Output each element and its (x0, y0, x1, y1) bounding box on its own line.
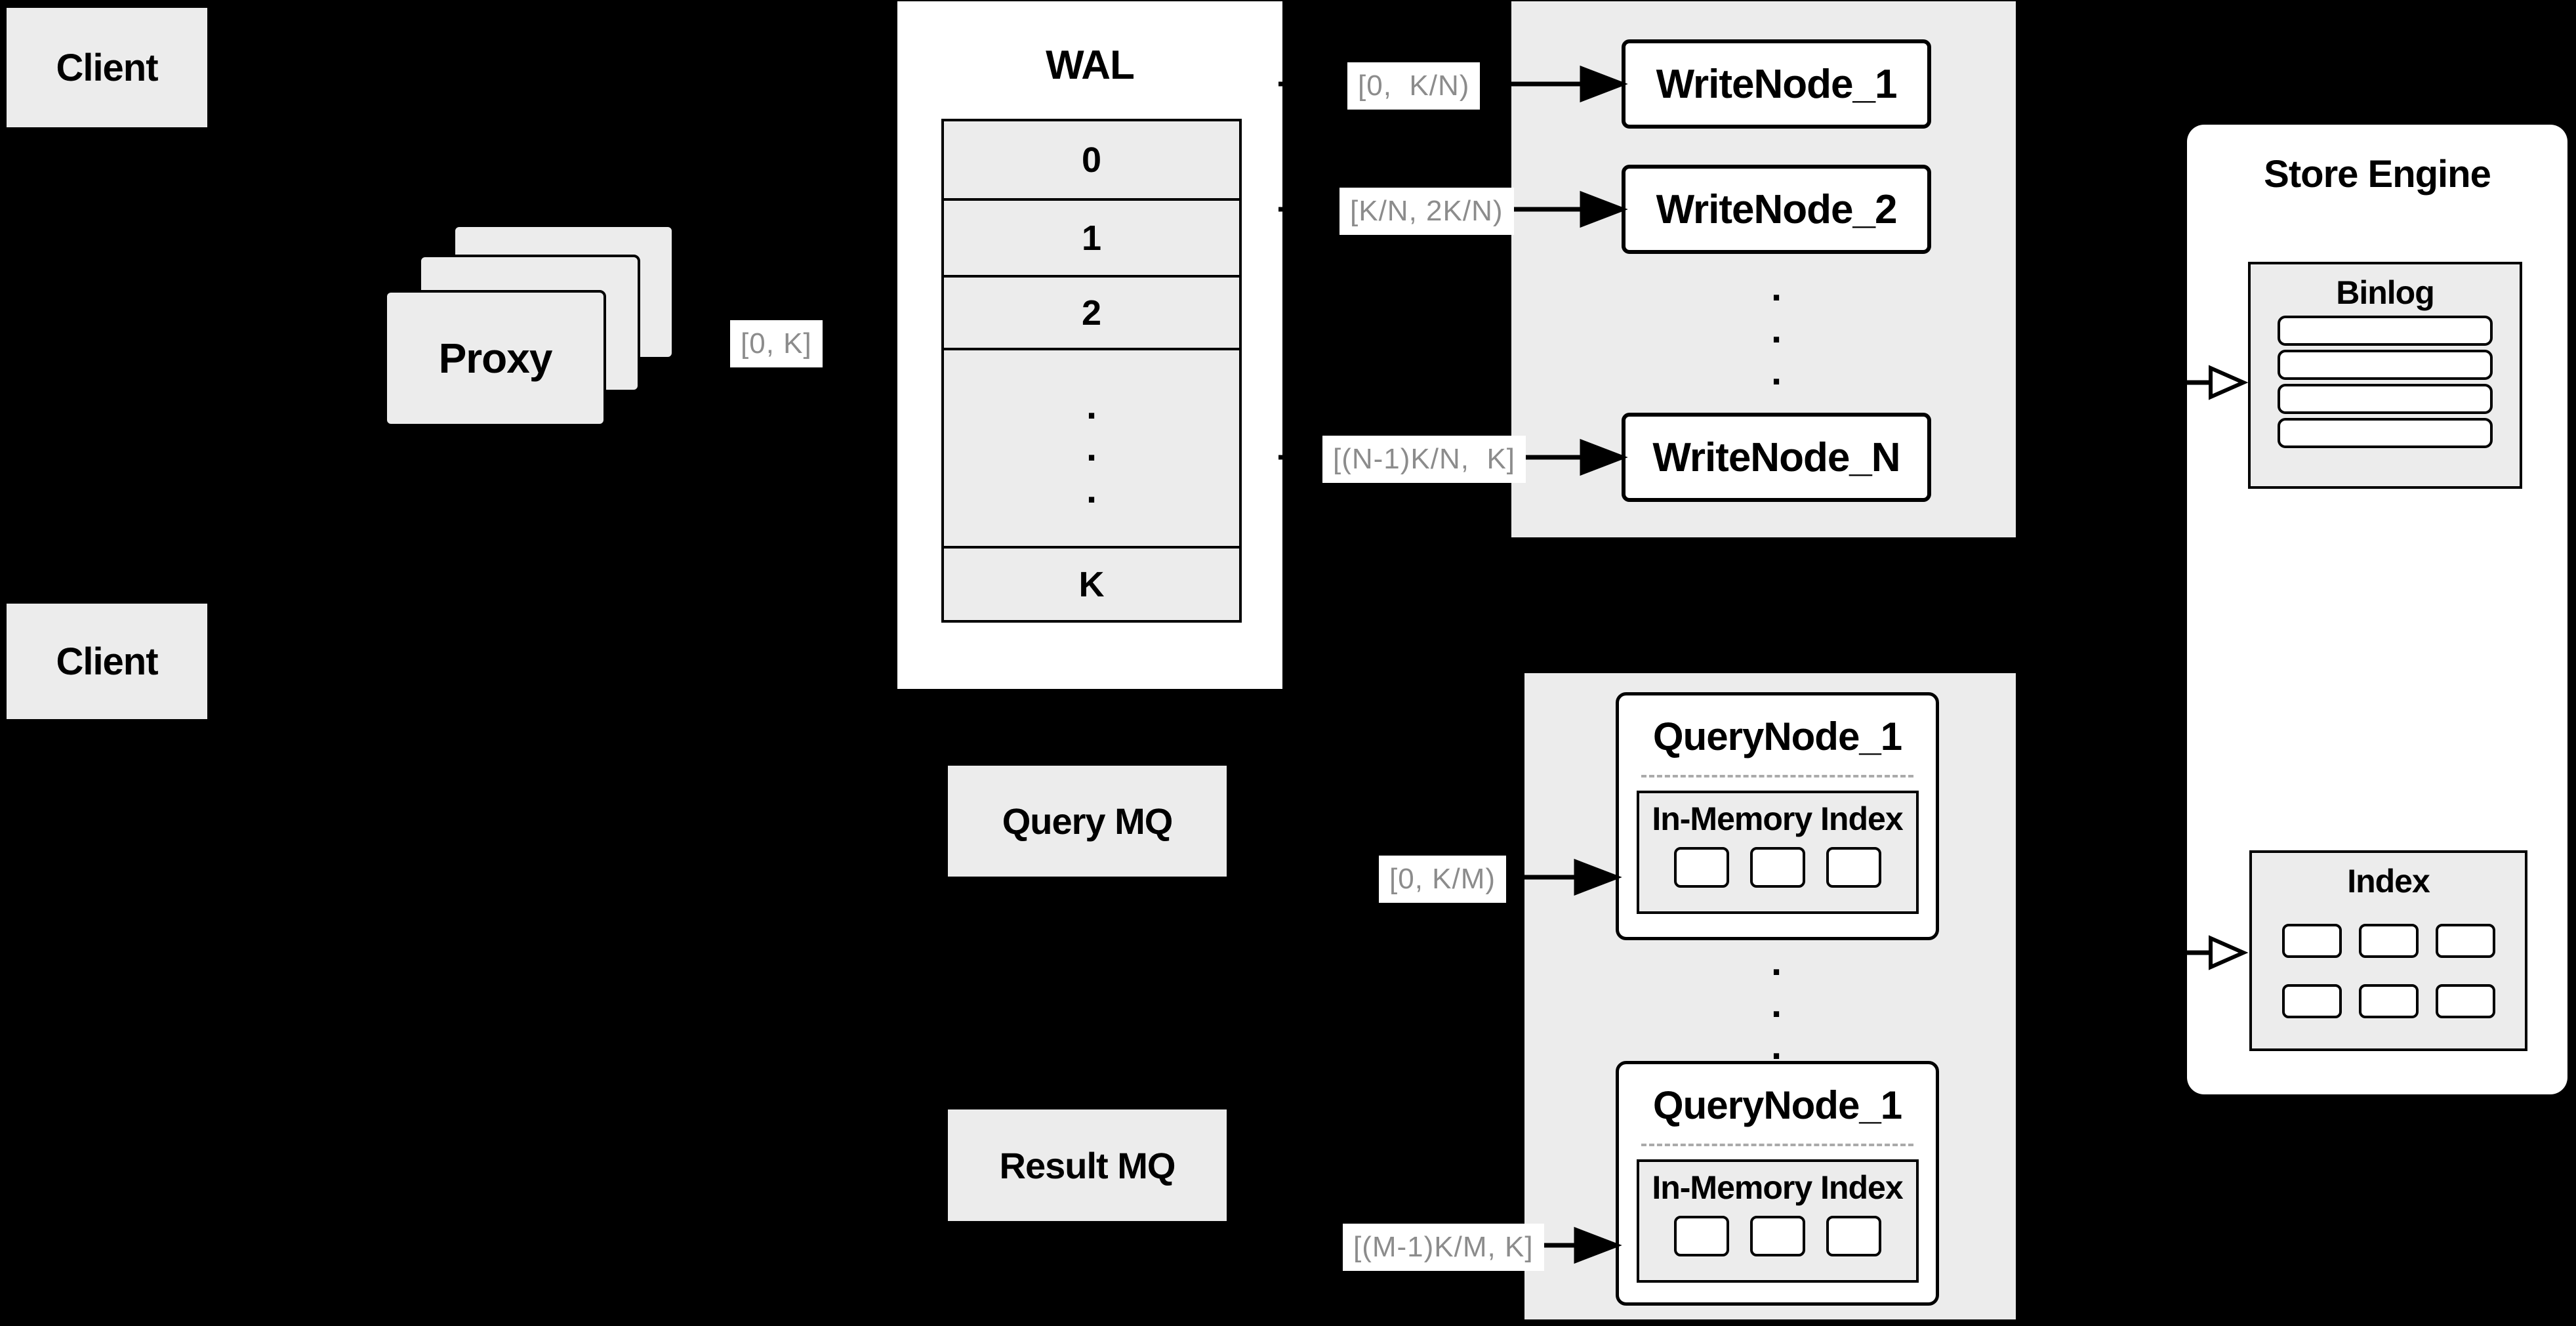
dot: . (1770, 266, 1782, 309)
index-segment (1673, 847, 1729, 888)
query-node-1-box: QueryNode_1 In-Memory Index (1616, 692, 1939, 940)
wal-row: 1 (944, 198, 1239, 275)
wal-row-value: 1 (1081, 218, 1102, 258)
range-label-write-n: [(N-1)K/N, K] (1322, 436, 1526, 483)
dot: . (1770, 308, 1782, 351)
index-segment (1749, 847, 1805, 888)
binlog-title: Binlog (2336, 274, 2435, 311)
write-node-n-box: WriteNode_N (1622, 413, 1931, 502)
in-memory-index-cells (1639, 1216, 1916, 1256)
proxy-label: Proxy (438, 335, 553, 382)
write-node-1-label: WriteNode_1 (1656, 61, 1898, 107)
query-node-2-title: QueryNode_1 (1652, 1083, 1902, 1127)
write-node-1-box: WriteNode_1 (1622, 39, 1931, 129)
index-grid (2252, 924, 2525, 1018)
range-label-query-m: [(M-1)K/M, K] (1343, 1224, 1544, 1271)
binlog-box: Binlog (2248, 262, 2522, 489)
vertical-dots: . . . (1086, 384, 1097, 511)
wal-row-ellipsis: . . . (944, 348, 1239, 546)
wal-title: WAL (1046, 43, 1135, 88)
result-mq-label: Result MQ (999, 1144, 1176, 1186)
write-node-2-box: WriteNode_2 (1622, 165, 1931, 254)
index-segment (1673, 1216, 1729, 1256)
index-segment (2358, 984, 2419, 1018)
dashed-divider (1641, 1144, 1913, 1146)
write-node-n-label: WriteNode_N (1652, 434, 1900, 480)
in-memory-index-title: In-Memory Index (1652, 1169, 1903, 1206)
query-mq-label: Query MQ (1002, 800, 1174, 842)
index-segment (1826, 847, 1881, 888)
range-label-query-1: [0, K/M) (1379, 856, 1507, 903)
write-nodes-ellipsis: . . . (1763, 266, 1789, 393)
wal-table: 0 1 2 . . . K (941, 119, 1242, 623)
wal-row-value: 2 (1081, 293, 1102, 333)
index-segment (2281, 924, 2342, 958)
write-node-2-label: WriteNode_2 (1656, 186, 1898, 232)
dot: . (1086, 426, 1097, 469)
dot: . (1770, 941, 1782, 984)
dashed-divider (1641, 775, 1913, 777)
index-title: Index (2347, 863, 2430, 900)
binlog-segment (2278, 384, 2493, 414)
client-bottom-box: Client (7, 604, 207, 719)
index-segment (2435, 984, 2495, 1018)
index-segment (2281, 984, 2342, 1018)
proxy-card-front: Proxy (384, 290, 606, 426)
query-node-1-title: QueryNode_1 (1652, 715, 1902, 758)
index-segment (2435, 924, 2495, 958)
dot: . (1770, 1025, 1782, 1067)
dot: . (1770, 983, 1782, 1026)
binlog-segment (2278, 350, 2493, 380)
range-label-write-2: [K/N, 2K/N) (1339, 188, 1514, 235)
index-segment (1826, 1216, 1881, 1256)
store-engine-title: Store Engine (2264, 153, 2491, 196)
wal-row: 0 (944, 121, 1239, 198)
wal-row-value: 0 (1081, 140, 1102, 180)
client-top-label: Client (56, 46, 158, 89)
index-segment (2358, 924, 2419, 958)
range-label-proxy-out: [0, K] (730, 320, 823, 367)
wal-row: K (944, 546, 1239, 620)
in-memory-index-title: In-Memory Index (1652, 800, 1903, 837)
store-engine-box: Store Engine Binlog Index (2187, 125, 2567, 1094)
in-memory-index-box: In-Memory Index (1636, 791, 1919, 914)
client-top-box: Client (7, 8, 207, 127)
dot: . (1086, 468, 1097, 511)
dot: . (1770, 350, 1782, 393)
in-memory-index-cells (1639, 847, 1916, 888)
result-mq-box: Result MQ (948, 1109, 1227, 1221)
binlog-segment (2278, 418, 2493, 448)
binlog-segment (2278, 316, 2493, 346)
index-box: Index (2249, 850, 2527, 1051)
query-node-2-box: QueryNode_1 In-Memory Index (1616, 1061, 1939, 1306)
in-memory-index-box: In-Memory Index (1636, 1159, 1919, 1283)
wal-row-value: K (1078, 564, 1105, 604)
query-mq-box: Query MQ (948, 766, 1227, 877)
dot: . (1086, 384, 1097, 427)
index-segment (1749, 1216, 1805, 1256)
query-nodes-ellipsis: . . . (1763, 941, 1789, 1067)
range-label-write-1: [0, K/N) (1347, 62, 1481, 110)
client-bottom-label: Client (56, 640, 158, 683)
wal-row: 2 (944, 275, 1239, 348)
wal-box: WAL 0 1 2 . . . K (897, 1, 1282, 689)
